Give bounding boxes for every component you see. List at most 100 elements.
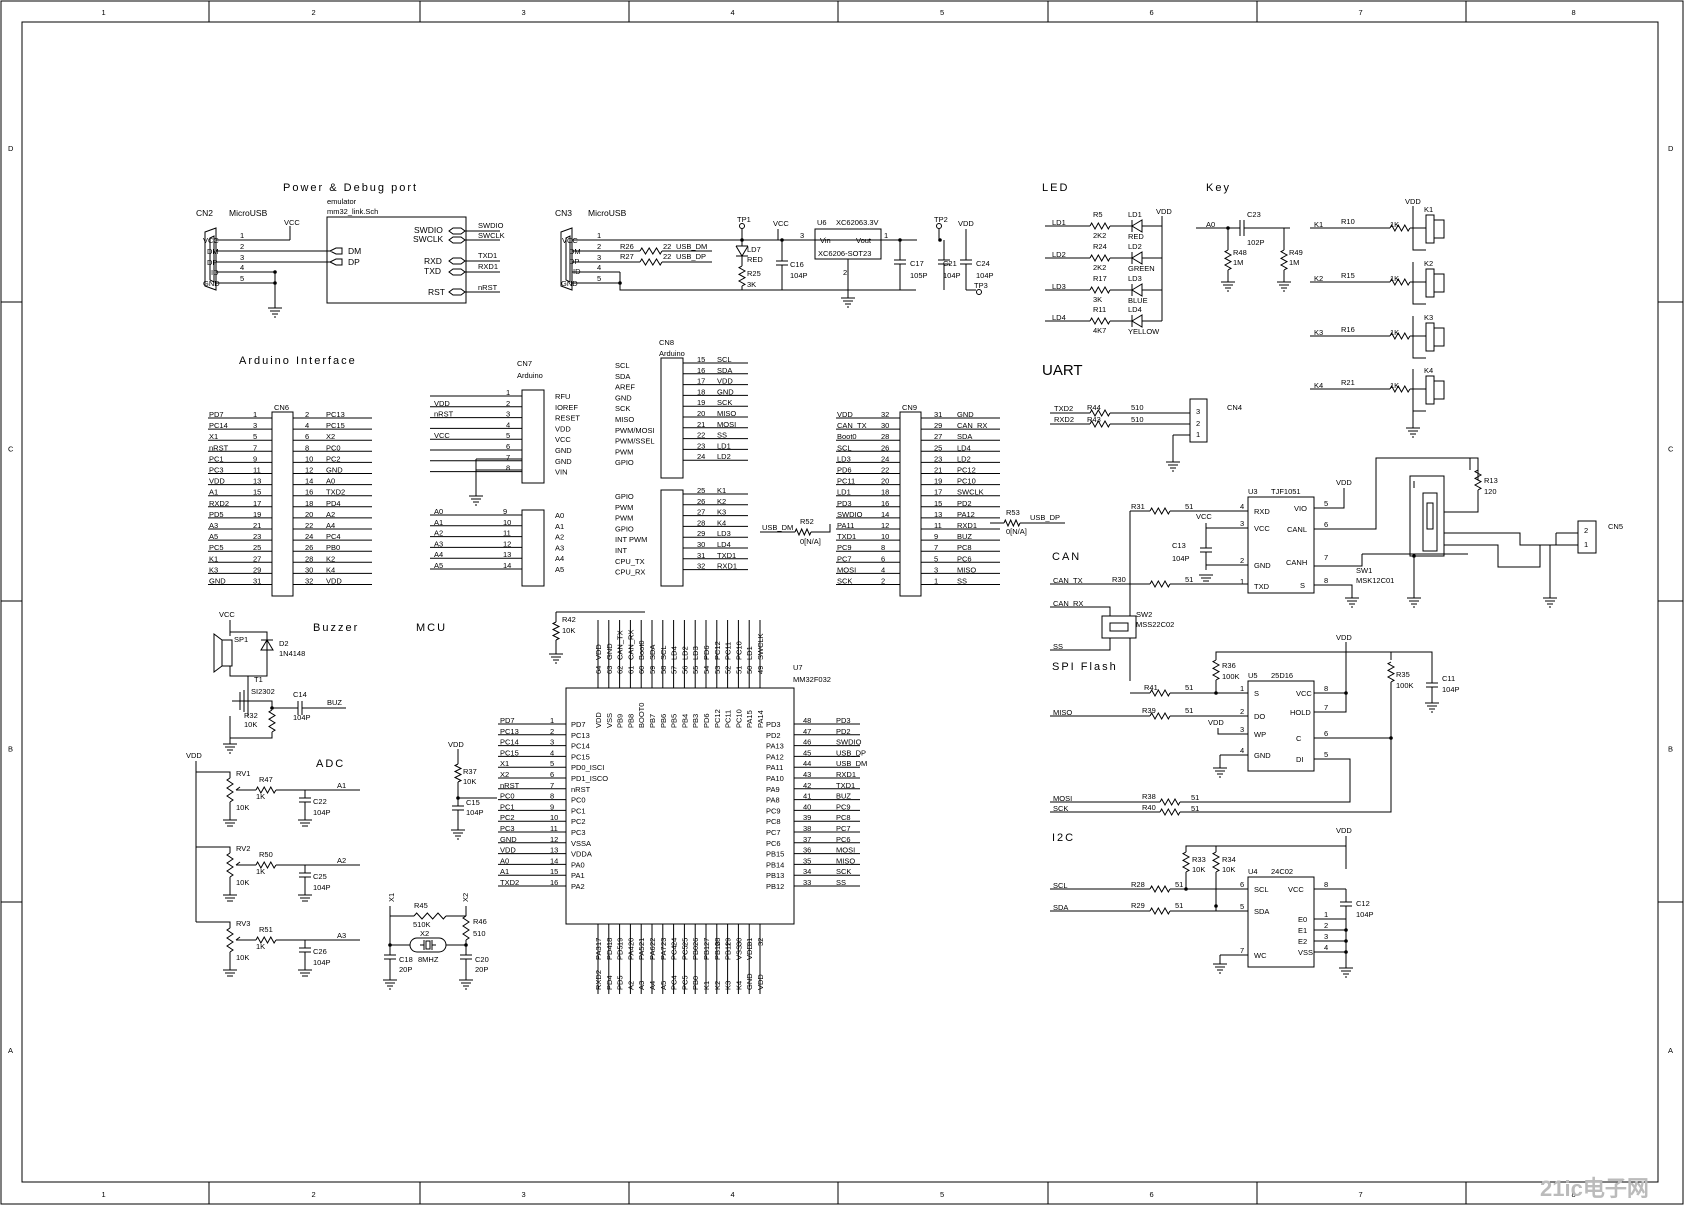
cn8-net: MOSI — [717, 420, 736, 429]
cn9-pin: 10 — [881, 532, 889, 541]
svg-text:VDD: VDD — [448, 740, 464, 749]
u7-pin-name: nRST — [571, 785, 591, 794]
u7-pin-number: 59 — [648, 666, 657, 674]
cn8-pin: 19 — [697, 398, 705, 407]
svg-text:MOSI: MOSI — [1053, 794, 1072, 803]
key-switch-ref: K3 — [1424, 313, 1433, 322]
svg-text:CN7: CN7 — [517, 359, 532, 368]
svg-text:120: 120 — [1484, 487, 1497, 496]
cn8-net: RXD1 — [717, 562, 737, 571]
u7-pin-name: PC7 — [766, 828, 781, 837]
u7-pin-number: 33 — [803, 878, 811, 887]
section-title-buzzer: Buzzer — [313, 622, 359, 634]
u7-pin-name: PD3 — [766, 720, 781, 729]
cn6-net-left: A5 — [209, 532, 218, 541]
u7-right-net: SCK — [836, 867, 851, 876]
u7-pin-name: PA6 — [648, 946, 657, 960]
resistor — [1223, 249, 1233, 271]
row-marker-right: D — [1668, 144, 1674, 153]
led-block: VDD LD1R52K2LD1REDLD2R242K2LD2GREENLD3R1… — [1045, 207, 1172, 336]
u7-pin-name: PC2 — [571, 817, 586, 826]
svg-text:10K: 10K — [1222, 865, 1235, 874]
u7-bottom-net: PC5 — [680, 975, 689, 990]
cn8-label: SCL — [615, 361, 630, 370]
cn6-net-left: A1 — [209, 488, 218, 497]
svg-text:510: 510 — [1131, 403, 1144, 412]
svg-text:3: 3 — [1240, 519, 1244, 528]
cn6-net-left: A3 — [209, 521, 218, 530]
u7-pin-number: 21 — [637, 938, 646, 946]
led-ref: LD2 — [1128, 242, 1142, 251]
u7-top-net: SCL — [659, 645, 668, 660]
svg-text:Arduino: Arduino — [517, 371, 543, 380]
cn9-net-left: MOSI — [837, 565, 856, 574]
key-resistor-ref: R16 — [1341, 325, 1355, 334]
resistor — [551, 621, 561, 641]
svg-text:R49: R49 — [1289, 248, 1303, 257]
svg-text:VDD: VDD — [1336, 826, 1352, 835]
svg-text:X2: X2 — [461, 893, 470, 902]
cn6-pin: 14 — [305, 477, 313, 486]
key-net: K4 — [1314, 381, 1323, 390]
u7-pin-number: 12 — [550, 835, 558, 844]
svg-text:C23: C23 — [1247, 210, 1261, 219]
led-color: GREEN — [1128, 264, 1155, 273]
cn9-net-right: PC12 — [957, 466, 976, 475]
svg-text:VDD: VDD — [1405, 197, 1421, 206]
adc-pot-ref: RV2 — [236, 844, 250, 853]
resistor — [1473, 469, 1483, 491]
cn9-net-right: BUZ — [957, 532, 972, 541]
u7-left-net: PC13 — [500, 727, 519, 736]
svg-text:2: 2 — [843, 268, 847, 277]
potentiometer — [226, 927, 234, 953]
adc-pot-ref: RV3 — [236, 919, 250, 928]
ground-symbol — [1543, 597, 1557, 608]
led-resistor-ref: R5 — [1093, 210, 1103, 219]
cn9-net-left: PD3 — [837, 499, 852, 508]
svg-text:USB_DM: USB_DM — [762, 523, 793, 532]
led-color: BLUE — [1128, 296, 1148, 305]
u7-top-net: LD4 — [670, 646, 679, 660]
u7-pin-name: PB14 — [766, 860, 784, 869]
cn9-net-right: MISO — [957, 565, 976, 574]
key-switch-ref: K1 — [1424, 205, 1433, 214]
u7-pin-number: 31 — [745, 938, 754, 946]
svg-text:51: 51 — [1185, 706, 1193, 715]
u7-pin-name: VDDA — [571, 850, 592, 859]
cn7-label: A5 — [555, 565, 564, 574]
u7-bottom-net: K2 — [713, 981, 722, 990]
svg-text:R38: R38 — [1142, 792, 1156, 801]
cn7-label: A2 — [555, 533, 564, 542]
u7-pin-number: 6 — [550, 770, 554, 779]
cn6-net-left: PD7 — [209, 410, 224, 419]
svg-text:4: 4 — [240, 263, 244, 272]
adc-net: A2 — [337, 856, 346, 865]
cn7-net: A5 — [434, 561, 443, 570]
svg-text:GND: GND — [561, 279, 578, 288]
svg-text:R27: R27 — [620, 252, 634, 261]
svg-text:TJF1051: TJF1051 — [1271, 487, 1301, 496]
cn8-net: K1 — [717, 486, 726, 495]
u7-pin-number: 23 — [659, 938, 668, 946]
cn8-label: INT PWM — [615, 535, 647, 544]
resistor — [1386, 661, 1396, 683]
cn6-pin: 15 — [253, 488, 261, 497]
u7-pin-name: PD0_ISCI — [571, 763, 604, 772]
u7-bottom-net: VDD — [756, 974, 765, 990]
svg-text:1: 1 — [597, 231, 601, 240]
u7-pin-name: PB13 — [766, 871, 784, 880]
u7-pin-number: 26 — [691, 938, 700, 946]
u7-pin-name: PC15 — [571, 752, 590, 761]
u7-pin-number: 4 — [550, 748, 554, 757]
u7-pin-number: 49 — [756, 666, 765, 674]
svg-text:2: 2 — [1324, 921, 1328, 930]
u7-left-net: PC0 — [500, 792, 515, 801]
svg-text:USB_DM: USB_DM — [676, 242, 707, 251]
svg-text:0[N/A]: 0[N/A] — [800, 537, 821, 546]
u7-pin-name: PA13 — [766, 742, 784, 751]
row-marker-left: A — [8, 1046, 13, 1055]
u7-pin-name: PC3 — [571, 828, 586, 837]
cn6-net-right: TXD2 — [326, 488, 345, 497]
section-title-i2c: I2C — [1052, 832, 1075, 844]
